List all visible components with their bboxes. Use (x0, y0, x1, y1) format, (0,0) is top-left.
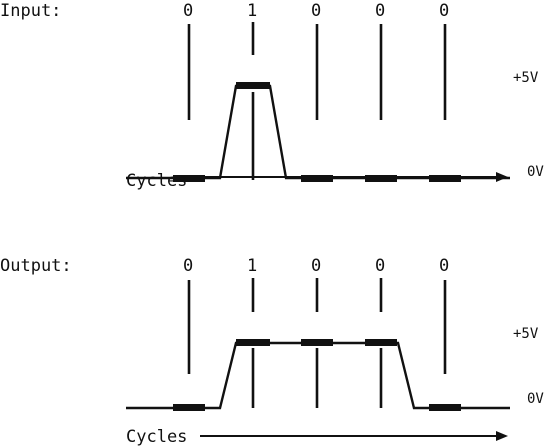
output-bit-4: 0 (375, 256, 385, 276)
input-bit-1: 0 (183, 1, 193, 21)
input-sample-pad-4 (365, 175, 397, 182)
output-panel: Output: 0 1 0 0 0 +5V 0V Cycles (0, 256, 544, 447)
input-sample-pad-3 (301, 175, 333, 182)
input-label: Input: (0, 1, 61, 21)
output-cycles-label: Cycles (126, 427, 187, 447)
output-sample-pad-4 (365, 339, 397, 346)
output-bit-1: 0 (183, 256, 193, 276)
input-bit-3: 0 (311, 1, 321, 21)
input-low-voltage-label: 0V (527, 164, 544, 180)
output-sample-pad-1 (173, 404, 205, 411)
input-sample-pad-5 (429, 175, 461, 182)
output-sample-pad-5 (429, 404, 461, 411)
input-sample-pad-2 (236, 82, 270, 89)
output-bit-3: 0 (311, 256, 321, 276)
output-bit-5: 0 (439, 256, 449, 276)
input-bit-4: 0 (375, 1, 385, 21)
input-high-voltage-label: +5V (513, 70, 539, 86)
output-high-voltage-label: +5V (513, 326, 539, 342)
input-panel: Input: 0 1 0 0 0 +5V 0V Cycles (0, 1, 544, 191)
output-cycles-arrowhead (496, 431, 508, 441)
output-bit-2: 1 (247, 256, 257, 276)
output-sample-pad-3 (301, 339, 333, 346)
output-low-voltage-label: 0V (527, 391, 544, 407)
input-sample-pad-1 (173, 175, 205, 182)
output-sample-pad-2 (236, 339, 270, 346)
input-bit-5: 0 (439, 1, 449, 21)
input-cycles-label: Cycles (126, 171, 187, 191)
input-bit-2: 1 (247, 1, 257, 21)
output-label: Output: (0, 256, 72, 276)
input-cycles-arrowhead (496, 172, 508, 182)
